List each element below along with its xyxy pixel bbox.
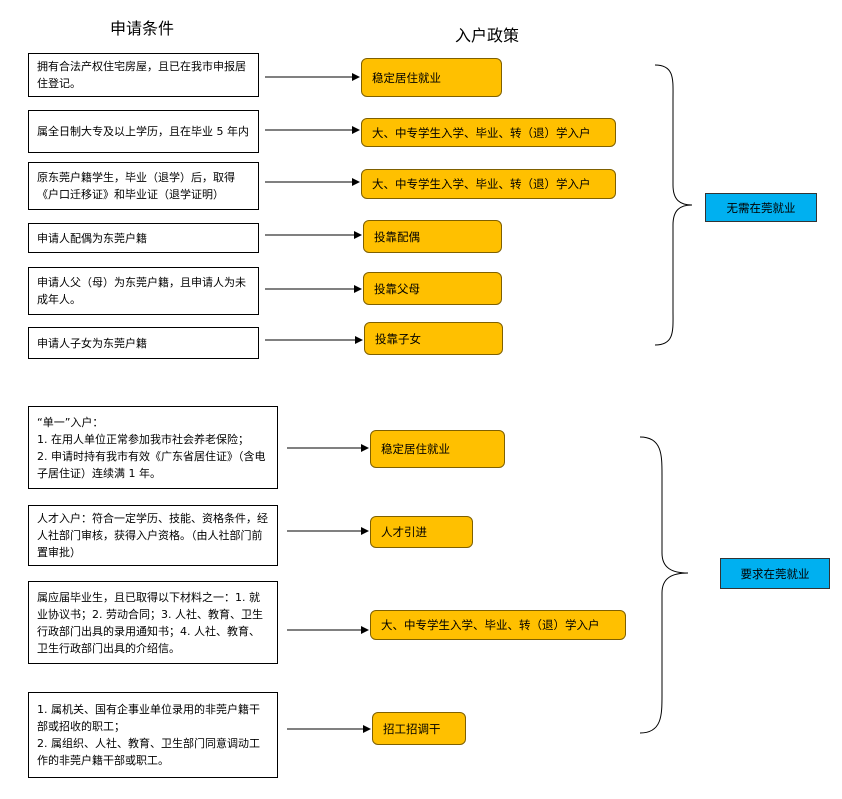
policy-box: 招工招调干 (372, 712, 466, 745)
policy-box: 投靠子女 (364, 322, 503, 355)
condition-box: 申请人父（母）为东莞户籍，且申请人为未成年人。 (28, 267, 259, 315)
category-box: 要求在莞就业 (720, 558, 830, 589)
condition-box: 属应届毕业生，且已取得以下材料之一：1. 就业协议书；2. 劳动合同；3. 人社… (28, 581, 278, 664)
condition-box: 申请人配偶为东莞户籍 (28, 223, 259, 253)
condition-box: 拥有合法产权住宅房屋，且已在我市申报居住登记。 (28, 53, 259, 97)
conditions-heading: 申请条件 (110, 19, 175, 38)
condition-box: 属全日制大专及以上学历，且在毕业 5 年内 (28, 110, 259, 153)
condition-box: “单一”入户： 1. 在用人单位正常参加我市社会养老保险； 2. 申请时持有我市… (28, 406, 278, 489)
policy-box: 稳定居住就业 (370, 430, 505, 468)
policy-box: 大、中专学生入学、毕业、转（退）学入户 (370, 610, 626, 640)
brace-right (654, 64, 693, 346)
policy-box: 投靠父母 (363, 272, 502, 305)
policy-box: 大、中专学生入学、毕业、转（退）学入户 (361, 118, 616, 147)
policy-box: 人才引进 (370, 516, 473, 548)
category-box: 无需在莞就业 (705, 193, 817, 222)
condition-box: 申请人子女为东莞户籍 (28, 327, 259, 359)
policy-box: 稳定居住就业 (361, 58, 502, 97)
condition-box: 人才入户：符合一定学历、技能、资格条件，经人社部门审核，获得入户资格。（由人社部… (28, 505, 278, 566)
brace-right (639, 436, 689, 734)
condition-box: 1. 属机关、国有企事业单位录用的非莞户籍干部或招收的职工； 2. 属组织、人社… (28, 692, 278, 778)
condition-box: 原东莞户籍学生，毕业（退学）后，取得《户口迁移证》和毕业证（退学证明） (28, 162, 259, 210)
policy-box: 大、中专学生入学、毕业、转（退）学入户 (361, 169, 616, 199)
policy-box: 投靠配偶 (363, 220, 502, 253)
policies-heading: 入户政策 (455, 26, 520, 45)
